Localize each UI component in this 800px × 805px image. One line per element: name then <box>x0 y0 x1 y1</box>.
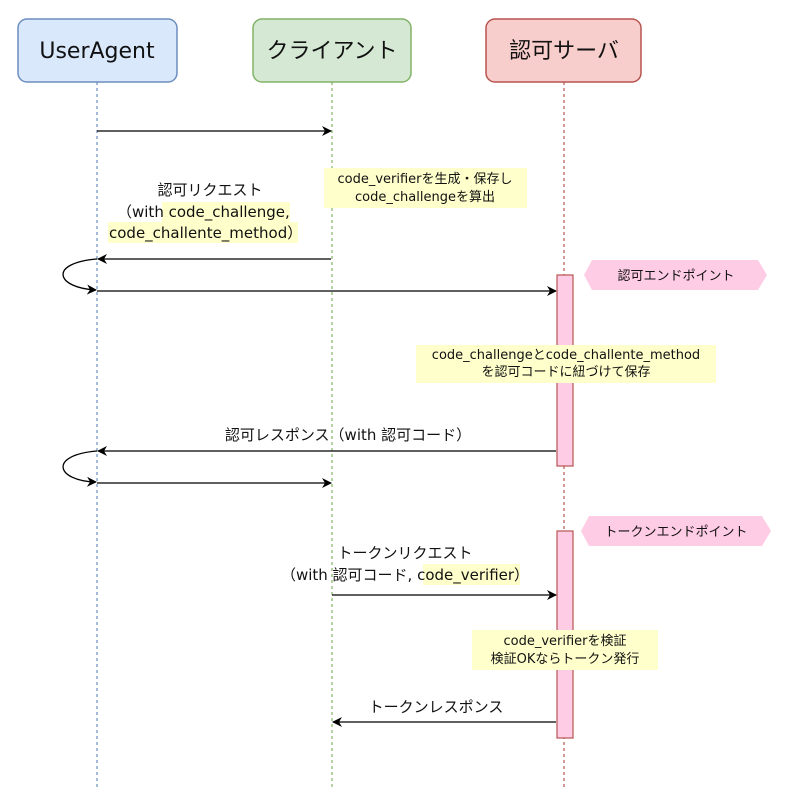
loop-useragent-callback <box>62 450 98 487</box>
label-token-request-close: ） <box>514 566 529 584</box>
label-auth-request-line1: 認可リクエスト <box>157 181 262 199</box>
label-token-request-with: （with 認可コード, <box>281 566 417 584</box>
note-server-verify: code_verifierを検証 検証OKならトークン発行 <box>472 630 658 670</box>
note-client-generate: code_verifierを生成・保存し code_challengeを算出 <box>324 168 527 208</box>
actor-authserver: 認可サーバ <box>485 18 642 83</box>
label-auth-request: 認可リクエスト （with code_challenge, code_chall… <box>108 181 302 243</box>
note-client-generate-line2: code_challengeを算出 <box>355 190 495 205</box>
svg-text:（with 認可コード, code_verifier）: （with 認可コード, code_verifier） <box>281 566 529 585</box>
label-token-request-line1: トークンリクエスト <box>337 544 472 562</box>
label-auth-request-with: （with <box>117 203 169 221</box>
label-token-request-verifier: code_verifier <box>417 566 515 585</box>
note-server-store-line2: を認可コードに紐づけて保存 <box>481 364 650 380</box>
actor-client-label: クライアント <box>266 39 397 64</box>
svg-text:（with code_challenge,: （with code_challenge, <box>117 203 290 222</box>
label-auth-request-challenge: code_challenge, <box>169 203 290 222</box>
badge-token-endpoint: トークンエンドポイント <box>581 516 771 546</box>
note-client-generate-line1: code_verifierを生成・保存し <box>337 172 512 187</box>
label-auth-request-method: code_challente_method <box>109 224 287 243</box>
note-server-store-line1: code_challengeとcode_challente_method <box>432 348 700 363</box>
actor-authserver-box <box>485 18 642 83</box>
note-server-verify-line2: 検証OKならトークン発行 <box>491 652 640 667</box>
label-auth-request-close: ） <box>287 224 302 242</box>
note-server-verify-line1: code_verifierを検証 <box>503 634 626 649</box>
badge-auth-endpoint-label: 認可エンドポイント <box>617 268 734 284</box>
actor-useragent-label: UserAgent <box>39 39 155 64</box>
label-token-response: トークンレスポンス <box>369 698 504 716</box>
svg-text:code_challente_method）: code_challente_method） <box>109 224 302 243</box>
actor-useragent: UserAgent <box>17 18 178 83</box>
label-token-request: トークンリクエスト （with 認可コード, code_verifier） <box>281 544 529 585</box>
badge-auth-endpoint: 認可エンドポイント <box>584 260 767 290</box>
label-auth-response: 認可レスポンス（with 認可コード） <box>225 426 471 444</box>
actor-authserver-label: 認可サーバ <box>509 39 619 64</box>
loop-useragent-redirect <box>62 258 98 295</box>
actor-client: クライアント <box>252 18 412 83</box>
actor-useragent-box <box>17 18 178 83</box>
note-server-store: code_challengeとcode_challente_method を認可… <box>416 345 716 383</box>
actor-client-box <box>252 18 412 83</box>
badge-token-endpoint-label: トークンエンドポイント <box>604 525 747 540</box>
